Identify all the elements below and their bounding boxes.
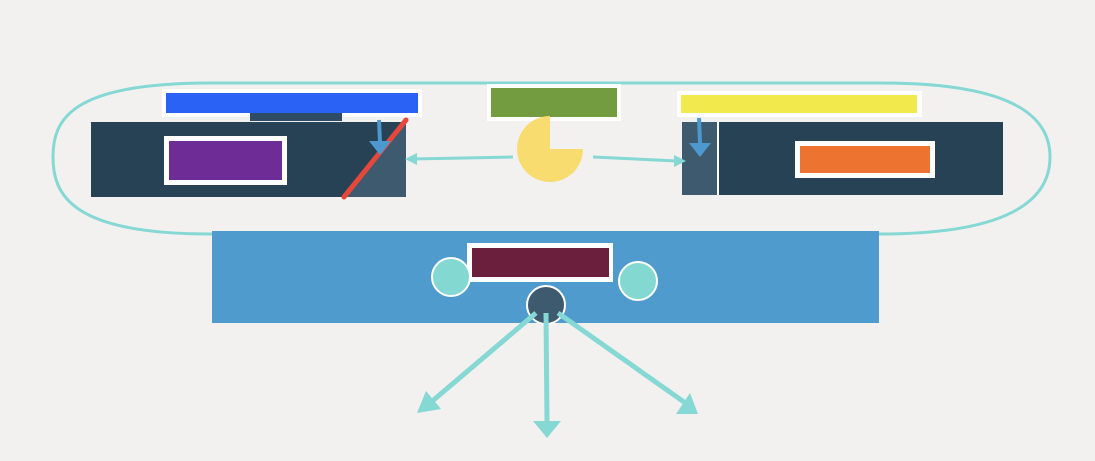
teal-circle-left (431, 257, 471, 297)
arrow-down-right-icon (556, 310, 698, 414)
outer-loop-outline (51, 81, 1052, 236)
teal-circle-right (618, 261, 658, 301)
arrow-down-icon (689, 117, 711, 157)
purple-block (169, 141, 282, 180)
blue-bar (166, 93, 418, 113)
pie-icon (517, 116, 583, 182)
yellow-bar (681, 95, 917, 113)
arrow-down-icon (369, 119, 391, 155)
maroon-block (472, 248, 609, 277)
arrow-left-icon (405, 153, 514, 165)
diagonal-red-line (341, 117, 409, 200)
arrow-down-left-icon (417, 311, 538, 413)
blue-bar-shadow-tab (250, 113, 342, 121)
green-block (491, 88, 617, 117)
arrow-right-icon (592, 155, 686, 167)
arrow-down-icon (533, 312, 561, 438)
orange-block (800, 146, 930, 173)
